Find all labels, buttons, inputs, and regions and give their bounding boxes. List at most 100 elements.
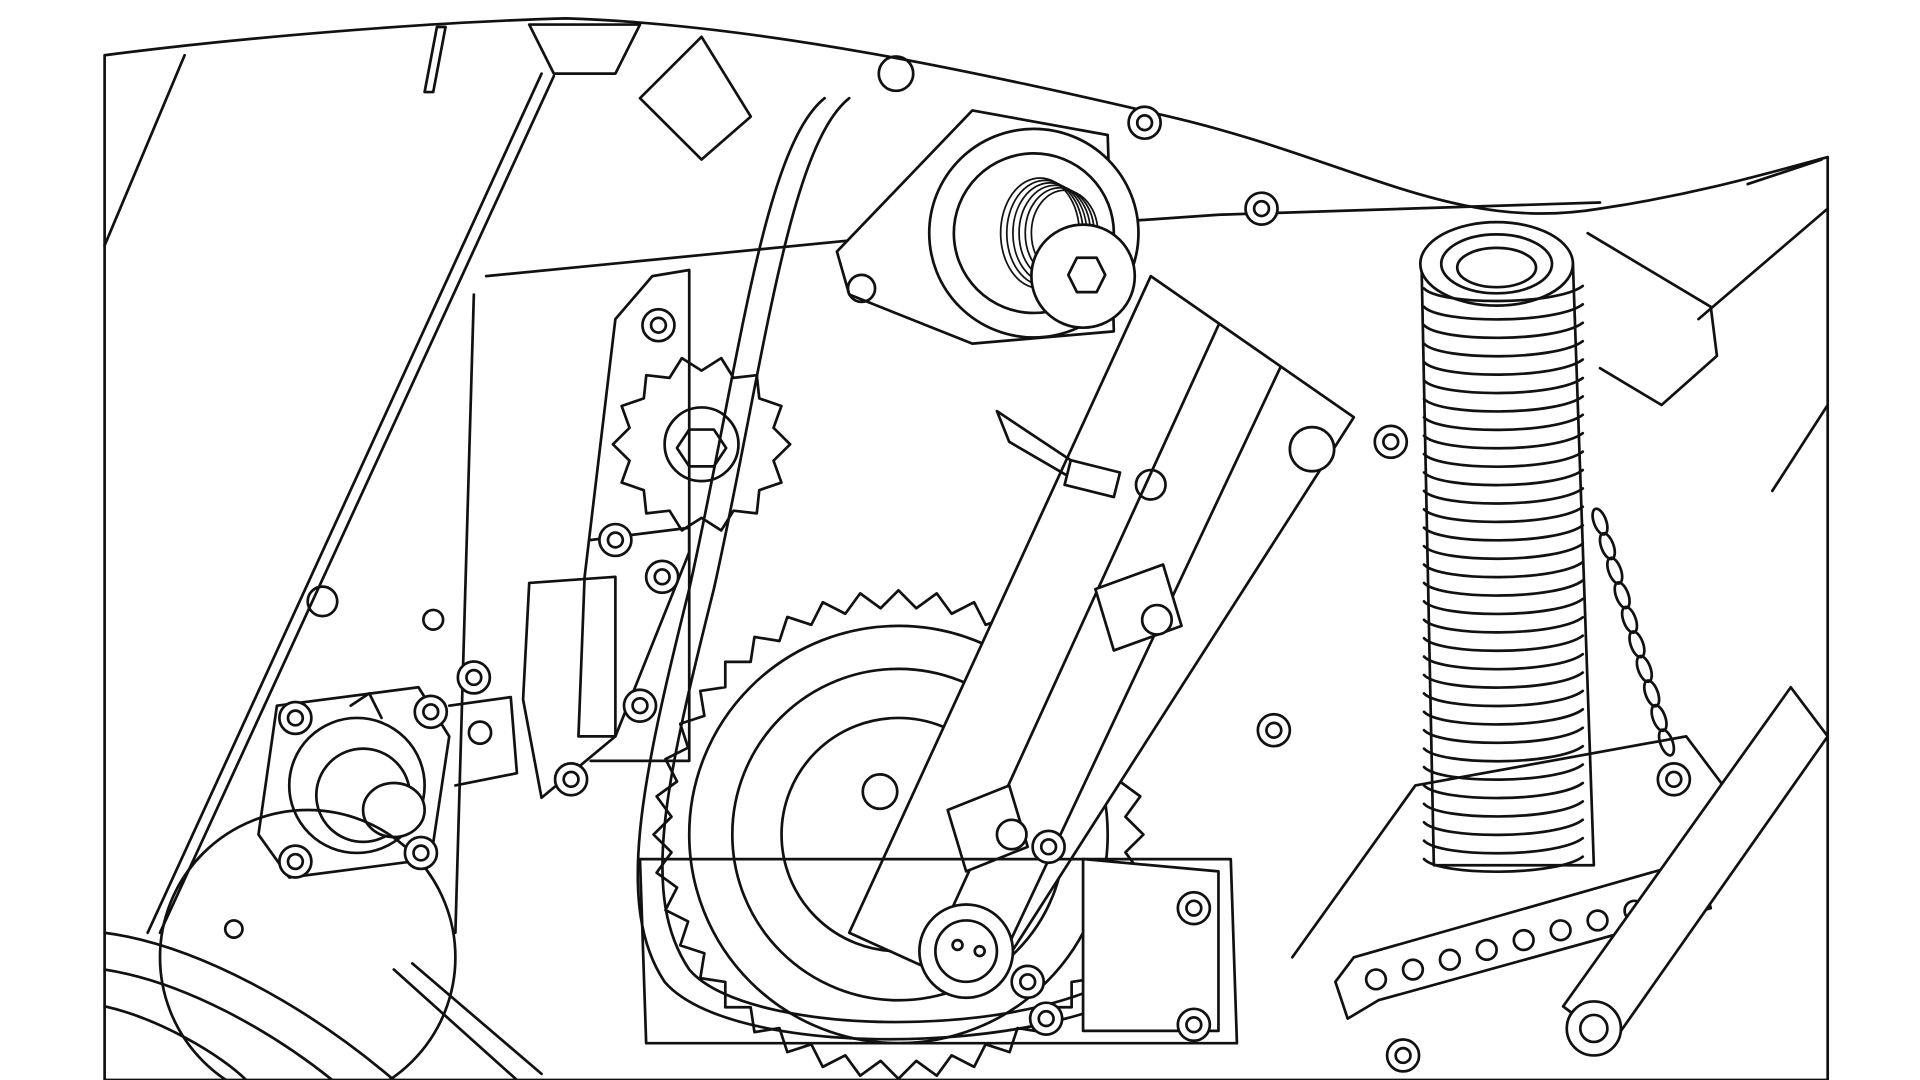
connecting-rod bbox=[995, 409, 1167, 501]
bolt-head bbox=[1385, 1038, 1421, 1073]
bolt-center bbox=[412, 844, 430, 862]
bolt-center bbox=[649, 316, 668, 334]
chain-link bbox=[1613, 581, 1631, 610]
adjuster-hole bbox=[1438, 948, 1462, 971]
bolt-head bbox=[553, 762, 589, 797]
chain-link bbox=[1598, 531, 1617, 561]
bolt-center bbox=[631, 696, 649, 715]
adjuster-hole bbox=[1401, 958, 1425, 981]
bolt-icon bbox=[1656, 762, 1692, 797]
bolt-center bbox=[606, 531, 625, 549]
bolt-center bbox=[1265, 721, 1283, 739]
spring-coil bbox=[1422, 523, 1585, 542]
sprocket-hub bbox=[663, 406, 740, 483]
flange-bearing bbox=[158, 685, 519, 1080]
bolt-center bbox=[1039, 838, 1058, 856]
bolt-icon bbox=[1385, 1038, 1421, 1073]
coil-spring bbox=[1418, 220, 1596, 874]
bolt-center bbox=[422, 703, 440, 721]
bolt-icon bbox=[641, 307, 676, 343]
spring-coil bbox=[1422, 836, 1585, 855]
spring-coil bbox=[1422, 744, 1585, 763]
bolt-icon bbox=[1176, 1007, 1212, 1043]
bolt-head bbox=[1127, 105, 1162, 141]
spring-coil bbox=[1422, 708, 1585, 726]
bolt-center bbox=[286, 852, 305, 871]
spring-coil bbox=[1422, 413, 1585, 432]
adjuster-hole bbox=[1364, 968, 1388, 991]
spring-coil bbox=[1422, 615, 1585, 634]
spring-coil bbox=[1422, 800, 1585, 818]
bolt-head bbox=[1256, 712, 1292, 748]
bolt-icon bbox=[1031, 829, 1066, 865]
bolt-center bbox=[1252, 199, 1271, 218]
spring-coil bbox=[1422, 781, 1585, 800]
spring-coil bbox=[1422, 579, 1585, 597]
adjuster-hole bbox=[1586, 909, 1609, 932]
cutaway-border bbox=[103, 17, 1830, 1080]
spring-coil bbox=[1422, 505, 1585, 524]
chain-link bbox=[1635, 654, 1654, 684]
bolt-icon bbox=[553, 762, 589, 797]
bolt-icon bbox=[413, 694, 449, 730]
bolt-center bbox=[1185, 1016, 1203, 1034]
bolt-icon bbox=[1176, 890, 1212, 926]
bolt-icon bbox=[598, 522, 633, 558]
chain-link bbox=[1642, 679, 1661, 708]
bolt-icon bbox=[622, 688, 658, 723]
bolt-head bbox=[1244, 191, 1279, 226]
bolt-head bbox=[278, 844, 313, 879]
bolt-icon bbox=[1244, 191, 1279, 226]
bolt-head bbox=[1176, 890, 1212, 926]
bolt-icon bbox=[278, 700, 313, 736]
tension-pulley bbox=[835, 55, 1140, 345]
spring-coil bbox=[1422, 358, 1585, 376]
spring-coil bbox=[1422, 818, 1585, 837]
spring-coil bbox=[1422, 763, 1585, 781]
bolt-head bbox=[456, 660, 492, 695]
spring-coil bbox=[1422, 671, 1585, 689]
spring-coil bbox=[1422, 376, 1585, 395]
bolts bbox=[278, 105, 1692, 1073]
chain-link bbox=[1650, 703, 1668, 733]
spring-coil bbox=[1422, 303, 1585, 321]
bolt-icon bbox=[403, 835, 439, 871]
bolt-icon bbox=[644, 559, 680, 595]
bolt-icon bbox=[1373, 424, 1409, 460]
bolt-center bbox=[1665, 770, 1683, 789]
bolt-head bbox=[1028, 1001, 1064, 1036]
spring-coil bbox=[1422, 597, 1585, 616]
spring-coil bbox=[1422, 689, 1585, 708]
lever-arm bbox=[847, 274, 1356, 1000]
spring-coil bbox=[1422, 560, 1585, 579]
bolt-head bbox=[413, 694, 449, 730]
spring-coil bbox=[1422, 634, 1585, 653]
adjuster-hole bbox=[1549, 919, 1572, 942]
spring-coil bbox=[1422, 726, 1585, 745]
bolt-center bbox=[1135, 114, 1154, 132]
small-sprocket bbox=[611, 356, 792, 532]
spring-coil bbox=[1422, 652, 1585, 671]
adjuster-hole bbox=[1512, 928, 1535, 952]
bolt-icon bbox=[1127, 105, 1162, 141]
spring-coil bbox=[1422, 542, 1585, 561]
drive-belt bbox=[636, 96, 1183, 1041]
bolt-center bbox=[653, 568, 671, 586]
bolt-head bbox=[278, 700, 313, 736]
bolt-head bbox=[598, 522, 633, 558]
adjuster-hole bbox=[1475, 938, 1498, 962]
adjuster-bracket bbox=[1290, 158, 1830, 1057]
chain bbox=[1591, 507, 1676, 757]
bolt-icon bbox=[1010, 964, 1046, 1000]
bolt-center bbox=[1394, 1046, 1412, 1065]
bolt-icon bbox=[1028, 1001, 1064, 1036]
bolt-center bbox=[1018, 973, 1037, 991]
spring-coil bbox=[1422, 395, 1585, 413]
chain-link bbox=[1628, 630, 1646, 659]
spring-coil bbox=[1422, 487, 1585, 505]
track-segments bbox=[103, 931, 543, 1080]
bolt-center bbox=[286, 709, 305, 727]
chain-link bbox=[1620, 605, 1639, 634]
spring-coil bbox=[1422, 450, 1585, 469]
bolt-head bbox=[1010, 964, 1046, 1000]
